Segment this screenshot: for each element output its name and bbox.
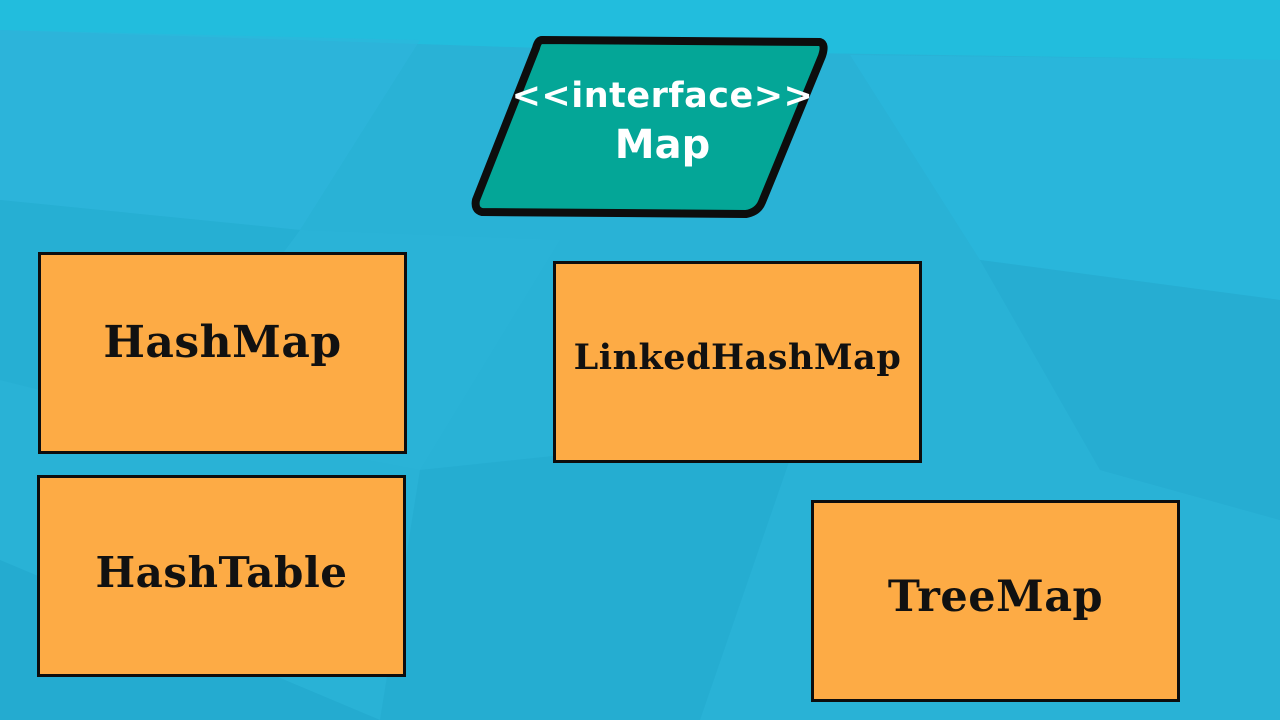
interface-shape (471, 36, 828, 218)
class-box-hashmap: HashMap (38, 252, 407, 454)
class-box-linkedhashmap: LinkedHashMap (553, 261, 922, 463)
class-name: LinkedHashMap (573, 336, 902, 378)
class-name: TreeMap (887, 572, 1104, 622)
class-box-hashtable: HashTable (37, 475, 406, 677)
class-name: HashMap (103, 316, 342, 368)
interface-parallelogram (471, 36, 828, 218)
class-name: HashTable (95, 547, 348, 597)
class-box-treemap: TreeMap (811, 500, 1180, 702)
